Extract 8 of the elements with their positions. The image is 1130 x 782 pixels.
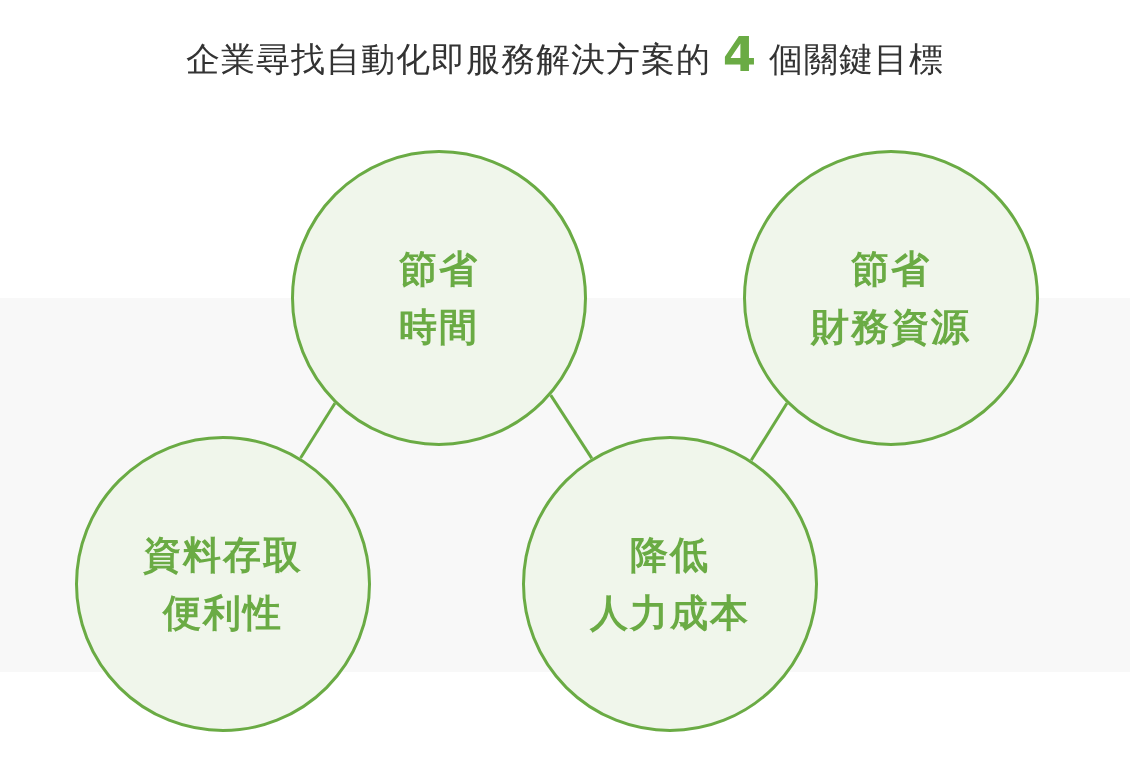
connector-line: [750, 402, 789, 462]
connector-line: [299, 402, 337, 459]
connector-line: [549, 394, 594, 460]
goal-label: 資料存取便利性: [143, 532, 303, 637]
goal-label: 節省財務資源: [811, 246, 971, 351]
goal-label: 降低人力成本: [590, 532, 750, 637]
goal-label: 節省時間: [399, 246, 479, 351]
title: 企業尋找自動化即服務解決方案的 4 個關鍵目標: [186, 25, 944, 84]
